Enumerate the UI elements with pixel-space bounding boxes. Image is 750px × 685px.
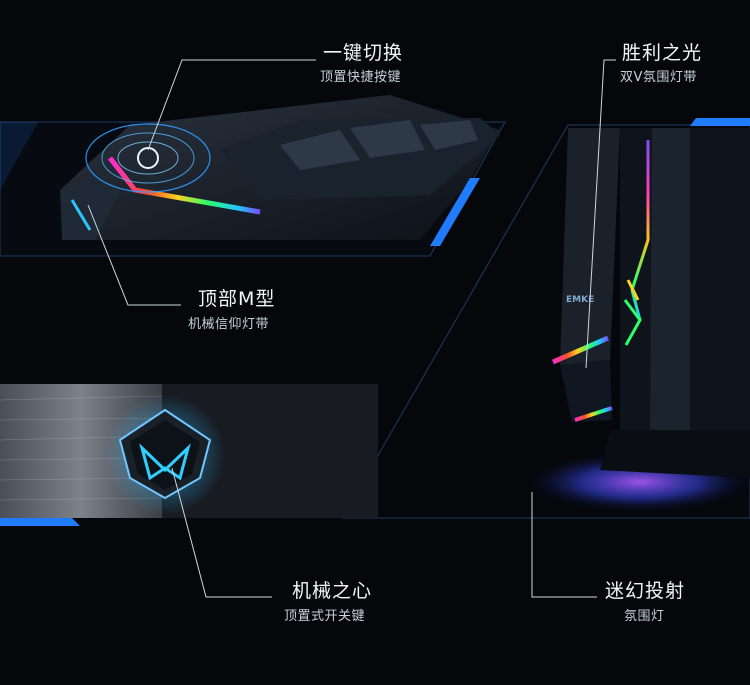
top-panel [0, 95, 506, 257]
bottom-panel [0, 384, 378, 526]
callout-one-key-subtitle: 顶置快捷按键 [320, 70, 402, 85]
brand-text: EMKE [566, 295, 594, 305]
callout-top-m-subtitle: 机械信仰灯带 [188, 317, 270, 332]
callout-mech-heart-subtitle: 顶置式开关键 [284, 609, 366, 624]
right-panel [341, 118, 750, 519]
callout-victory-light-subtitle: 双V氛围灯带 [620, 70, 697, 85]
callout-one-key-title: 一键切换 [323, 42, 404, 64]
callout-top-m-title: 顶部M型 [198, 288, 276, 310]
leader-lines [87, 59, 616, 598]
callout-mech-heart-title: 机械之心 [292, 580, 373, 602]
callout-fantasy-proj-title: 迷幻投射 [605, 580, 686, 602]
callout-victory-light-title: 胜利之光 [622, 42, 703, 64]
callout-fantasy-proj-subtitle: 氛围灯 [624, 609, 665, 624]
